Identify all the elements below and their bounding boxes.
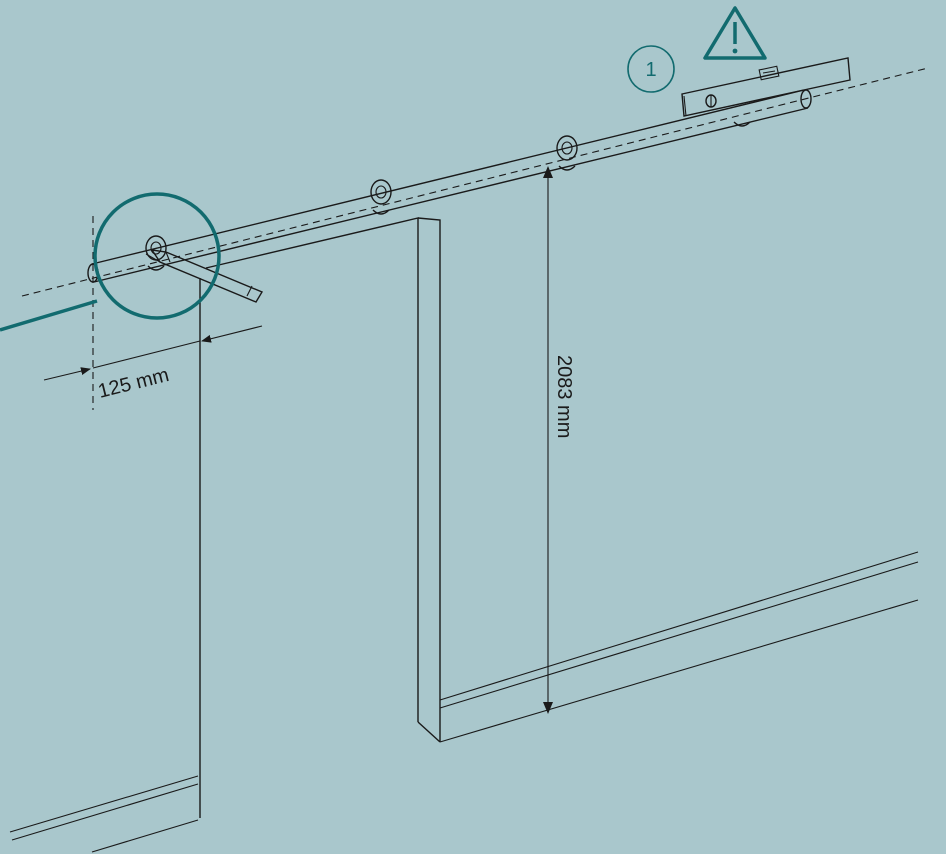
step-number-label: 1 bbox=[645, 59, 656, 81]
wall-bracket bbox=[733, 121, 751, 127]
height-dimension: 2083 mm bbox=[543, 166, 575, 714]
warning-triangle-icon bbox=[703, 6, 767, 60]
pencil-icon bbox=[145, 249, 264, 303]
spirit-level-icon bbox=[681, 57, 851, 117]
height-dimension-label: 2083 mm bbox=[553, 355, 575, 438]
level-reference-line bbox=[21, 67, 929, 297]
sliding-rail bbox=[87, 89, 812, 283]
wall-bracket bbox=[556, 135, 578, 171]
step-number-badge: 1 bbox=[627, 45, 675, 93]
offset-dimension-label: 125 mm bbox=[96, 364, 171, 403]
detail-callout bbox=[0, 192, 221, 332]
wall-bracket bbox=[370, 179, 392, 215]
floor-right bbox=[439, 551, 919, 743]
offset-dimension: 125 mm bbox=[43, 325, 263, 403]
wall-opening bbox=[199, 217, 441, 818]
floor-left bbox=[9, 775, 199, 853]
